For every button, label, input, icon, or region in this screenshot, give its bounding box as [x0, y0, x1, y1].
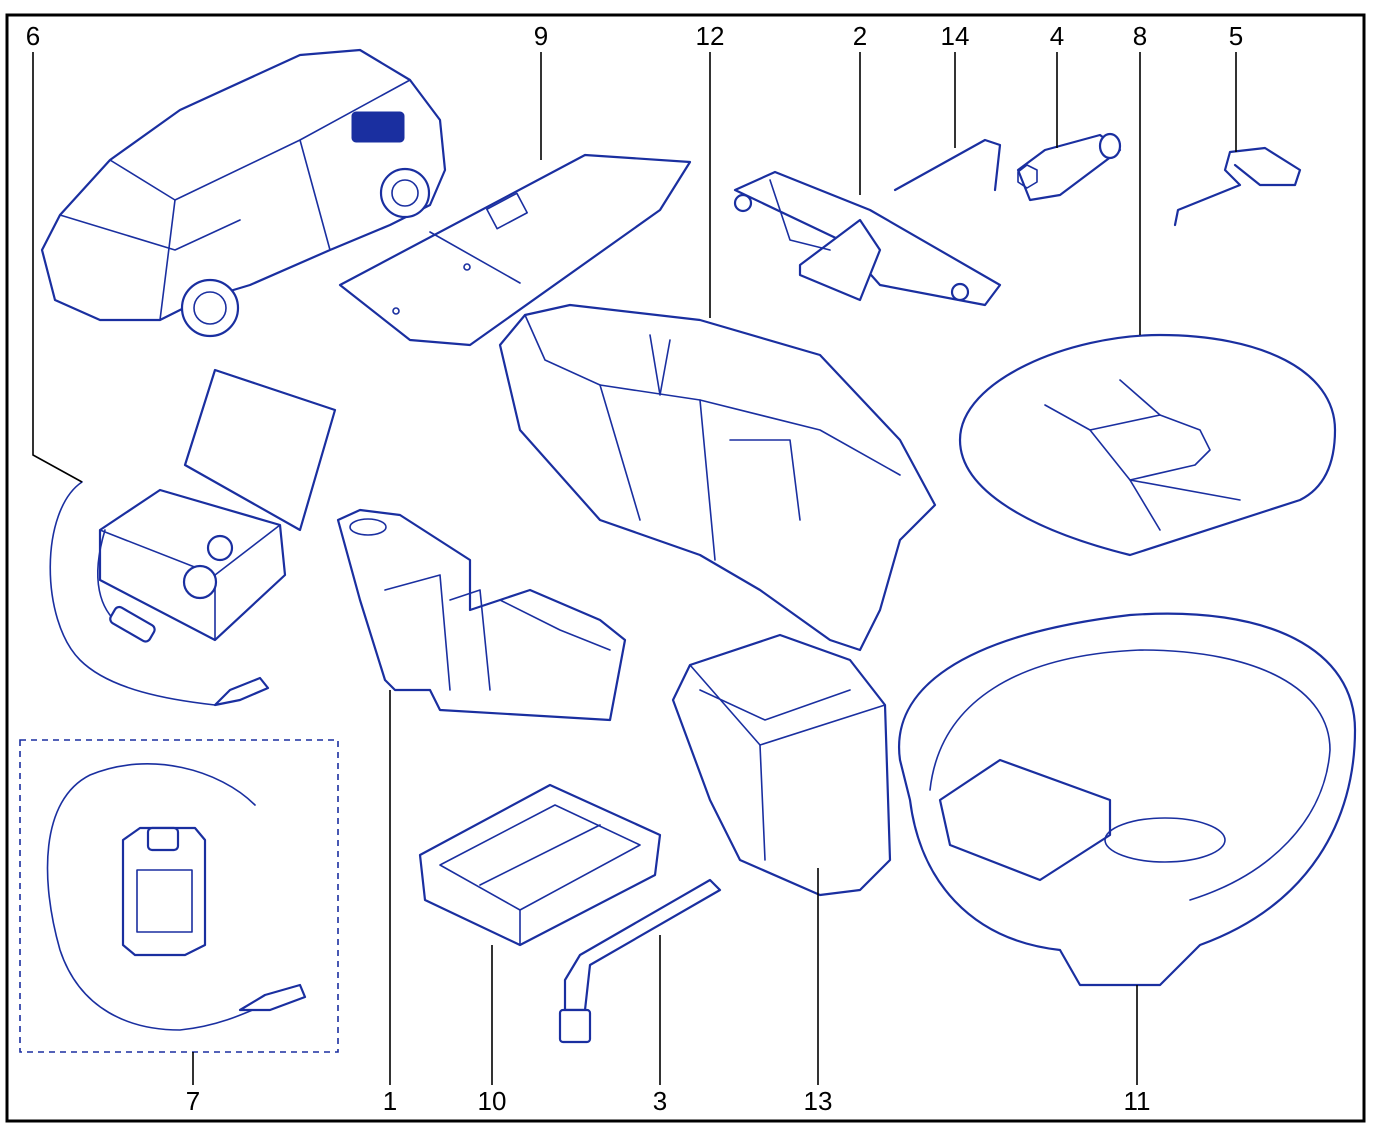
callout-14: 14	[941, 21, 970, 51]
callout-1: 1	[383, 1086, 397, 1116]
callout-10: 10	[478, 1086, 507, 1116]
car-illustration	[40, 48, 447, 338]
callout-4: 4	[1050, 21, 1064, 51]
callout-13: 13	[804, 1086, 833, 1116]
tool-holder	[336, 508, 627, 722]
sealant-kit-box	[19, 739, 339, 1053]
wheel-brace-socket	[1016, 132, 1122, 202]
wheel-wrench	[558, 878, 722, 1044]
callout-7: 7	[186, 1086, 200, 1116]
diagram-frame	[5, 13, 1366, 1123]
wheel-well-tray	[897, 612, 1357, 987]
towing-hook	[1173, 146, 1302, 227]
callout-3: 3	[653, 1086, 667, 1116]
callout-8: 8	[1133, 21, 1147, 51]
callout-12: 12	[696, 21, 725, 51]
crank-handle	[893, 138, 1002, 192]
callout-11: 11	[1124, 1086, 1151, 1116]
box-holder	[671, 633, 892, 897]
car-trunk-highlight	[351, 111, 405, 143]
callout-9: 9	[534, 21, 548, 51]
leader-lines	[32, 52, 1237, 1085]
foam-tray	[418, 783, 662, 947]
floor-mat	[338, 153, 692, 347]
callout-6: 6	[26, 21, 40, 51]
callout-5: 5	[1229, 21, 1243, 51]
sealant-kit	[19, 739, 339, 1053]
compressor-kit	[49, 368, 337, 707]
jack	[733, 170, 1002, 307]
storage-tray-large	[498, 303, 937, 652]
spare-wheel-cover	[958, 333, 1337, 557]
callout-2: 2	[853, 21, 867, 51]
